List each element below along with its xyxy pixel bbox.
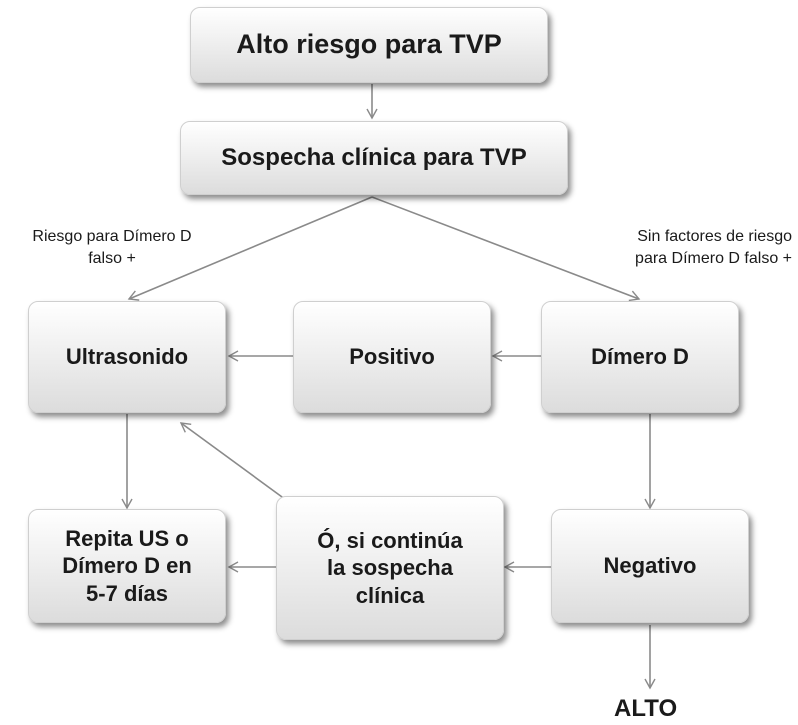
node-negativo: Negativo [551, 509, 749, 623]
node-positivo: Positivo [293, 301, 491, 413]
node-repita-us: Repita US o Dímero D en 5-7 días [28, 509, 226, 623]
node-alto-riesgo: Alto riesgo para TVP [190, 7, 548, 83]
node-dimero-d: Dímero D [541, 301, 739, 413]
label-riesgo-dimero-falso: Riesgo para Dímero D falso + [32, 228, 192, 267]
node-sospecha-clinica: Sospecha clínica para TVP [180, 121, 568, 195]
label-sin-factores-riesgo: Sin factores de riesgo para Dímero D fal… [635, 228, 792, 267]
node-ultrasonido: Ultrasonido [28, 301, 226, 413]
node-si-continua-sospecha: Ó, si continúa la sospecha clínica [276, 496, 504, 640]
arrow-continua-to-ultrasonido [179, 422, 294, 506]
label-alto: ALTO [614, 695, 678, 722]
arrow-sospecha-to-ultrasonido [127, 196, 373, 301]
arrow-sospecha-to-dimero [371, 196, 641, 302]
